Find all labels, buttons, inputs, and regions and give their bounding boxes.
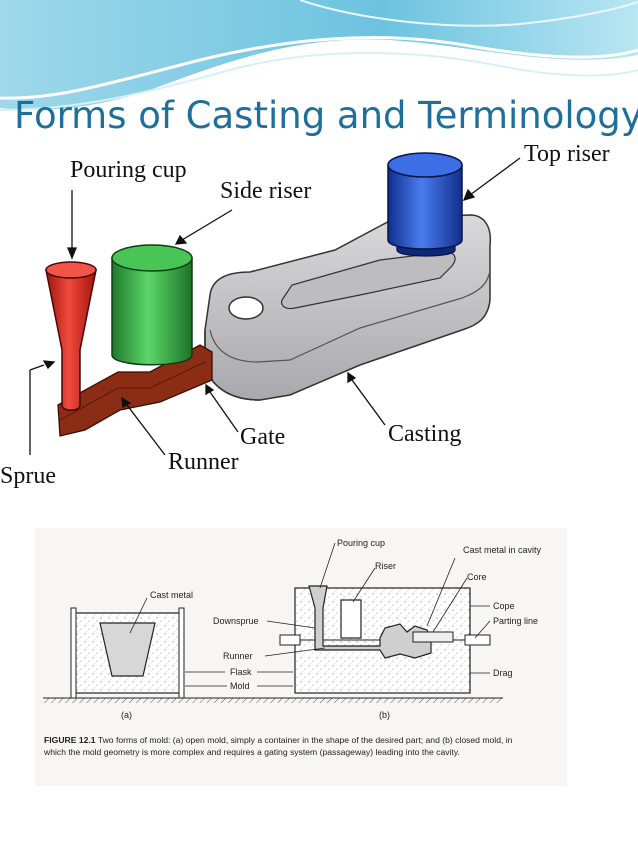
fig-label-parting-line: Parting line <box>493 616 539 626</box>
fig-label-cast-metal: Cast metal <box>150 590 194 600</box>
label-top-riser: Top riser <box>524 141 610 167</box>
fig-label-cast-metal-in-cavity: Cast metal in cavity <box>463 545 542 555</box>
mold-drawings <box>43 542 503 703</box>
side-riser-part <box>111 244 193 366</box>
fig-label-cope: Cope <box>493 601 515 611</box>
closed-mold-b <box>185 542 491 694</box>
open-mold-a <box>70 597 185 699</box>
slide-title: Forms of Casting and Terminology <box>14 94 638 137</box>
label-runner: Runner <box>168 449 239 475</box>
header-wave-decoration <box>0 0 638 111</box>
label-side-riser: Side riser <box>220 178 312 204</box>
fig-label-a: (a) <box>121 710 132 720</box>
fig-label-downsprue: Downsprue <box>213 616 259 626</box>
fig-label-drag: Drag <box>493 668 513 678</box>
fig-label-pouring-cup: Pouring cup <box>337 538 386 548</box>
leader-arrows <box>29 157 521 456</box>
sprue-part <box>45 261 97 411</box>
figure-caption: FIGURE 12.1 Two forms of mold: (a) open … <box>44 734 524 758</box>
figure-caption-text: Two forms of mold: (a) open mold, simply… <box>44 735 513 757</box>
fig-label-core: Core <box>467 572 487 582</box>
fig-label-riser: Riser <box>375 561 397 571</box>
figure-caption-number: FIGURE 12.1 <box>44 735 96 745</box>
label-sprue: Sprue <box>0 463 56 489</box>
fig-label-b: (b) <box>379 710 390 720</box>
fig-label-flask: Flask <box>230 667 252 677</box>
figure-12-1: Pouring cup Cast metal in cavity Riser C… <box>35 528 567 786</box>
label-pouring-cup: Pouring cup <box>70 157 187 183</box>
top-riser-part <box>387 152 463 257</box>
fig-label-mold: Mold <box>230 681 250 691</box>
label-gate: Gate <box>240 424 286 450</box>
casting-3d-diagram <box>29 152 521 456</box>
fig-label-runner: Runner <box>223 651 253 661</box>
runner-part <box>57 344 213 437</box>
casting-part <box>204 214 492 401</box>
label-casting: Casting <box>388 421 462 447</box>
